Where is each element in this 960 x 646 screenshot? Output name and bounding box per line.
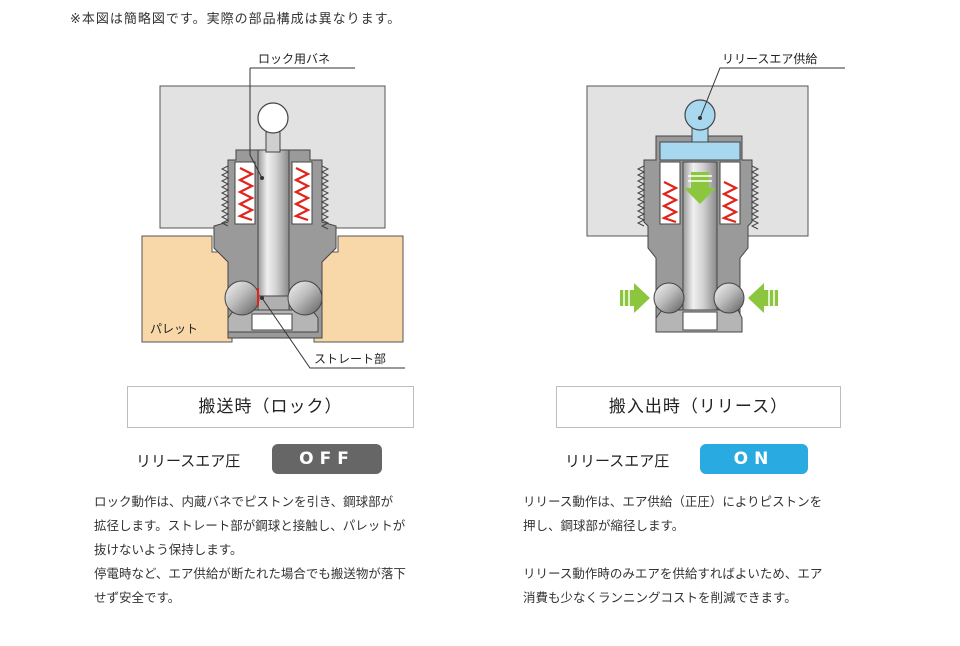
- desc-line: 抜けないよう保持します。: [94, 542, 243, 557]
- spring-left: [237, 167, 255, 222]
- air-supply-label: リリースエア供給: [722, 52, 817, 66]
- thread-right: [750, 165, 760, 230]
- lock-diagram: ロック用バネ パレット ストレート部: [141, 52, 405, 369]
- desc-line: せず安全です。: [94, 590, 181, 605]
- straight-label: ストレート部: [314, 351, 386, 366]
- mode-title-lock: 搬送時（ロック）: [127, 386, 414, 428]
- down-arrow-icon: [684, 172, 716, 204]
- spring-right: [293, 167, 311, 222]
- air-chamber: [659, 141, 741, 161]
- spring-left: [661, 181, 679, 224]
- disclaimer-note: ※本図は簡略図です。実際の部品構成は異なります。: [70, 12, 402, 27]
- thread-right: [320, 165, 330, 230]
- desc-line: リリース動作時のみエアを供給すればよいため、エア: [523, 566, 823, 581]
- steel-ball-left: [224, 280, 260, 316]
- straight-leader: [261, 297, 405, 369]
- spring-right: [721, 181, 739, 224]
- desc-line: ロック動作は、内蔵バネでピストンを引き、鋼球部が: [94, 494, 394, 509]
- steel-ball-right: [713, 282, 745, 314]
- top-ball: [257, 102, 289, 134]
- spring-label: ロック用バネ: [258, 52, 330, 66]
- right-arrow-icon: [620, 283, 650, 313]
- release-description: リリース動作は、エア供給（正圧）によりピストンを 押し、鋼球部が縮径します。 リ…: [523, 490, 913, 610]
- mode-title-release: 搬入出時（リリース）: [556, 386, 841, 428]
- steel-ball-left: [653, 282, 685, 314]
- thread-left: [636, 165, 646, 227]
- desc-line: 拡径します。ストレート部が鋼球と接触し、パレットが: [94, 518, 406, 533]
- left-arrow-icon: [748, 283, 778, 313]
- spring-leader: [249, 68, 263, 179]
- air-pressure-label-right: リリースエア圧: [565, 452, 670, 470]
- desc-line: 消費も少なくランニングコストを削減できます。: [523, 590, 797, 605]
- air-state-off-badge: OFF: [272, 444, 382, 474]
- air-port-ball: [684, 99, 716, 131]
- pallet-label: パレット: [150, 322, 198, 336]
- steel-ball-right: [287, 280, 323, 316]
- lock-description: ロック動作は、内蔵バネでピストンを引き、鋼球部が 拡径します。ストレート部が鋼球…: [94, 490, 474, 610]
- air-leader: [699, 67, 845, 119]
- release-diagram: リリースエア供給: [586, 52, 845, 333]
- desc-line: 押し、鋼球部が縮径します。: [523, 518, 685, 533]
- air-pressure-label-left: リリースエア圧: [136, 452, 241, 470]
- air-state-on-badge: ON: [700, 444, 808, 474]
- thread-left: [220, 165, 230, 227]
- desc-line: リリース動作は、エア供給（正圧）によりピストンを: [523, 494, 823, 509]
- desc-line: 停電時など、エア供給が断たれた場合でも搬送物が落下: [94, 566, 406, 581]
